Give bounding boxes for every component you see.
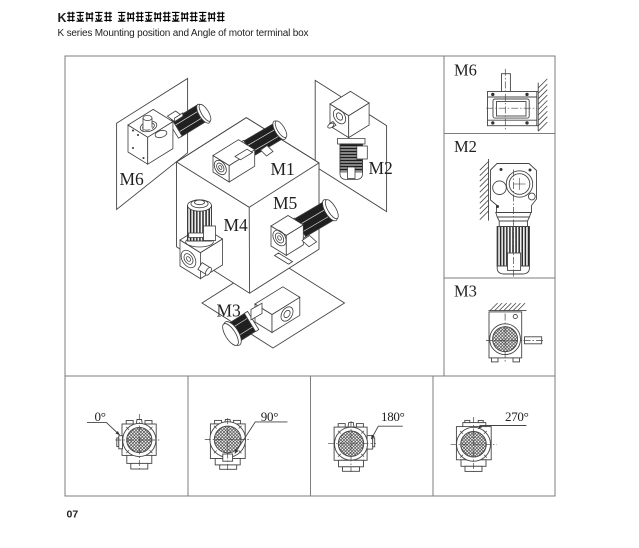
svg-text:M2: M2 (454, 137, 477, 156)
svg-text:180°: 180° (381, 409, 405, 424)
svg-text:M6: M6 (454, 61, 477, 80)
svg-text:0°: 0° (95, 409, 106, 424)
svg-text:K series Mounting position an: K series Mounting position and Angle of … (58, 28, 309, 39)
svg-text:270°: 270° (505, 409, 529, 424)
svg-text:K: K (58, 11, 67, 25)
svg-text:M2: M2 (369, 158, 393, 178)
svg-text:90°: 90° (261, 409, 278, 424)
svg-text:M1: M1 (271, 159, 295, 179)
svg-text:M4: M4 (224, 215, 249, 235)
svg-text:07: 07 (67, 509, 79, 521)
svg-text:M3: M3 (217, 301, 242, 321)
svg-text:M3: M3 (454, 282, 477, 301)
svg-text:M6: M6 (120, 169, 145, 189)
svg-text:M5: M5 (273, 193, 298, 213)
